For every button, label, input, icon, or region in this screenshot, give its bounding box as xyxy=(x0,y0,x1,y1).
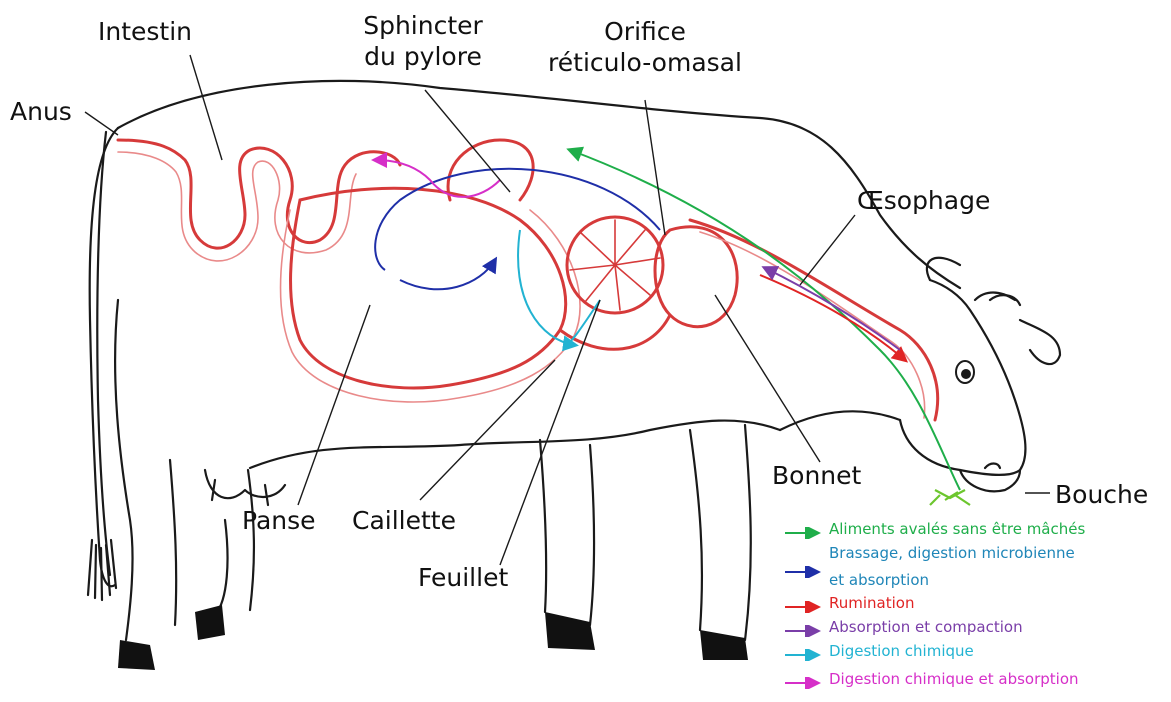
organs xyxy=(118,140,938,420)
legend-text-blue-line2: et absorption xyxy=(829,571,1075,590)
label-sphincter-line2: du pylore xyxy=(348,41,498,72)
leader-lines xyxy=(85,55,1050,565)
flow-blue xyxy=(375,169,660,290)
udder xyxy=(205,470,285,505)
flow-cyan xyxy=(518,230,600,345)
grass xyxy=(930,490,970,505)
label-intestin: Intestin xyxy=(98,16,192,47)
hooves xyxy=(118,605,748,670)
legend-text-blue-line1: Brassage, digestion microbienne xyxy=(829,544,1075,563)
eye xyxy=(956,361,974,383)
leader-oesophage xyxy=(800,215,855,285)
front-leg-2 xyxy=(690,425,751,640)
label-sphincter: Sphincter du pylore xyxy=(348,10,498,73)
leader-panse xyxy=(298,305,370,505)
label-panse: Panse xyxy=(242,505,316,536)
label-caillette: Caillette xyxy=(352,505,456,536)
legend-text-magenta: Digestion chimique et absorption xyxy=(829,670,1079,689)
legend-text-purple: Absorption et compaction xyxy=(829,618,1023,637)
legend-arrow-red xyxy=(783,601,825,613)
esophagus xyxy=(690,220,938,420)
flow-red xyxy=(760,275,905,360)
legend-arrow-green xyxy=(783,527,825,539)
legend-text-blue: Brassage, digestion microbienne et absor… xyxy=(829,544,1075,590)
omasum-leaves xyxy=(570,220,660,310)
legend-item-cyan: Digestion chimique xyxy=(783,642,1163,670)
legend-arrow-blue xyxy=(783,566,825,578)
label-orifice-line1: Orifice xyxy=(530,16,760,47)
label-oesophage: Œsophage xyxy=(857,185,990,216)
hoof-2 xyxy=(195,605,225,640)
label-anus: Anus xyxy=(10,96,72,127)
legend-arrow-cyan xyxy=(783,649,825,661)
legend-item-green: Aliments avalés sans être mâchés xyxy=(783,520,1163,544)
leader-bonnet xyxy=(715,295,820,462)
hoof-4 xyxy=(700,630,748,660)
leader-caillette xyxy=(420,360,555,500)
legend-arrow-purple xyxy=(783,625,825,637)
cow-belly xyxy=(250,421,780,468)
legend-text-red: Rumination xyxy=(829,594,914,613)
label-bouche: Bouche xyxy=(1055,479,1148,510)
leader-intestin xyxy=(190,55,222,160)
label-sphincter-line1: Sphincter xyxy=(348,10,498,41)
front-leg-1 xyxy=(540,440,594,625)
label-orifice: Orifice réticulo-omasal xyxy=(530,16,760,79)
legend-text-cyan: Digestion chimique xyxy=(829,642,974,661)
intestine xyxy=(118,140,400,248)
label-feuillet: Feuillet xyxy=(418,562,508,593)
legend-item-purple: Absorption et compaction xyxy=(783,618,1163,642)
hoof-1 xyxy=(118,640,155,670)
label-bonnet: Bonnet xyxy=(772,460,861,491)
legend-arrow-magenta xyxy=(783,677,825,689)
ear-2 xyxy=(975,293,1060,365)
legend-item-red: Rumination xyxy=(783,594,1163,618)
hoof-3 xyxy=(545,612,595,650)
hind-leg xyxy=(115,300,176,640)
legend: Aliments avalés sans être mâchés Brassag… xyxy=(783,520,1163,694)
nostril xyxy=(985,464,1000,469)
cow-back xyxy=(118,81,960,288)
label-orifice-line2: réticulo-omasal xyxy=(530,47,760,78)
legend-text-green: Aliments avalés sans être mâchés xyxy=(829,520,1085,539)
horn xyxy=(990,295,1020,305)
legend-item-magenta: Digestion chimique et absorption xyxy=(783,670,1163,694)
leader-anus xyxy=(85,112,118,135)
leader-feuillet xyxy=(500,300,600,565)
leader-orifice xyxy=(645,100,665,235)
tail-tuft xyxy=(88,540,116,600)
legend-item-blue: Brassage, digestion microbienne et absor… xyxy=(783,544,1163,594)
